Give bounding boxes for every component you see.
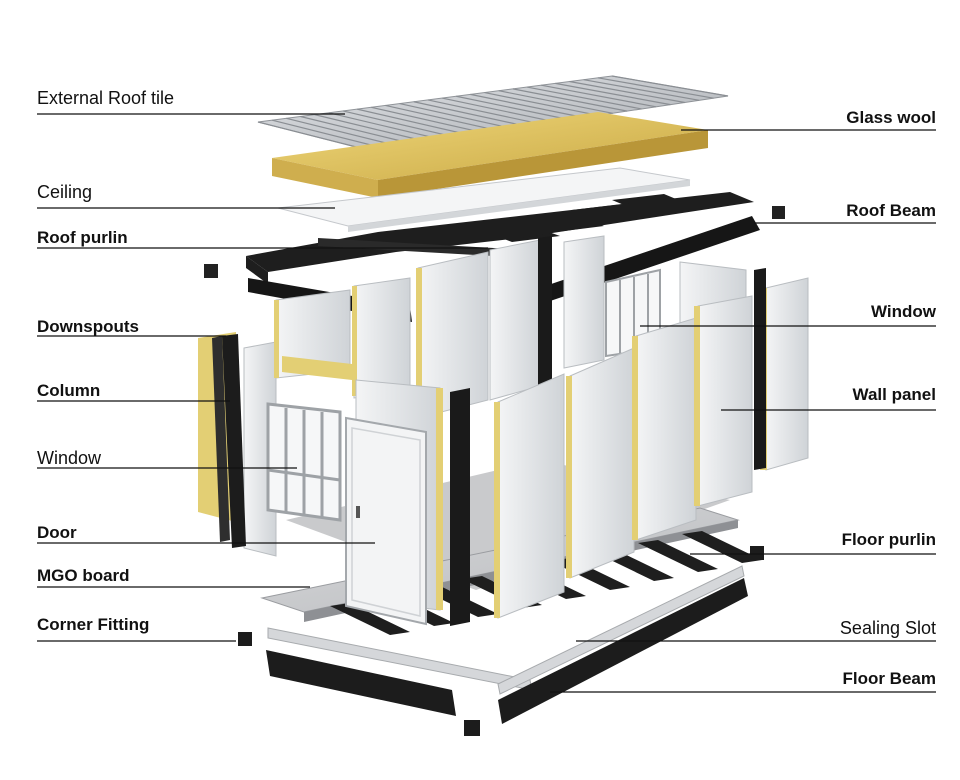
ceiling-board [277, 167, 691, 232]
label-window-left: Window [37, 448, 102, 468]
leader-lines [37, 113, 936, 693]
label-downspouts: Downspouts [37, 317, 139, 336]
left-column [212, 334, 246, 548]
glass-wool [272, 112, 708, 198]
label-floor-purlin: Floor purlin [841, 530, 936, 549]
door [345, 416, 427, 626]
label-mgo-board: MGO board [37, 566, 130, 585]
label-window-right: Window [871, 302, 936, 321]
label-ceiling: Ceiling [37, 182, 93, 202]
label-column: Column [37, 381, 101, 400]
label-floor-beam: Floor Beam [842, 669, 936, 688]
label-external-roof-tile: External Roof tile [37, 88, 175, 108]
external-roof-tile [257, 75, 729, 151]
label-glass-wool: Glass wool [846, 108, 936, 127]
front-column [450, 236, 552, 626]
left-window [266, 402, 342, 522]
label-door: Door [37, 523, 77, 542]
label-roof-beam: Roof Beam [846, 201, 936, 220]
label-roof-purlin: Roof purlin [37, 228, 128, 247]
label-corner-fitting: Corner Fitting [37, 615, 150, 634]
label-wall-panel: Wall panel [852, 385, 936, 404]
label-sealing-slot: Sealing Slot [839, 618, 936, 638]
